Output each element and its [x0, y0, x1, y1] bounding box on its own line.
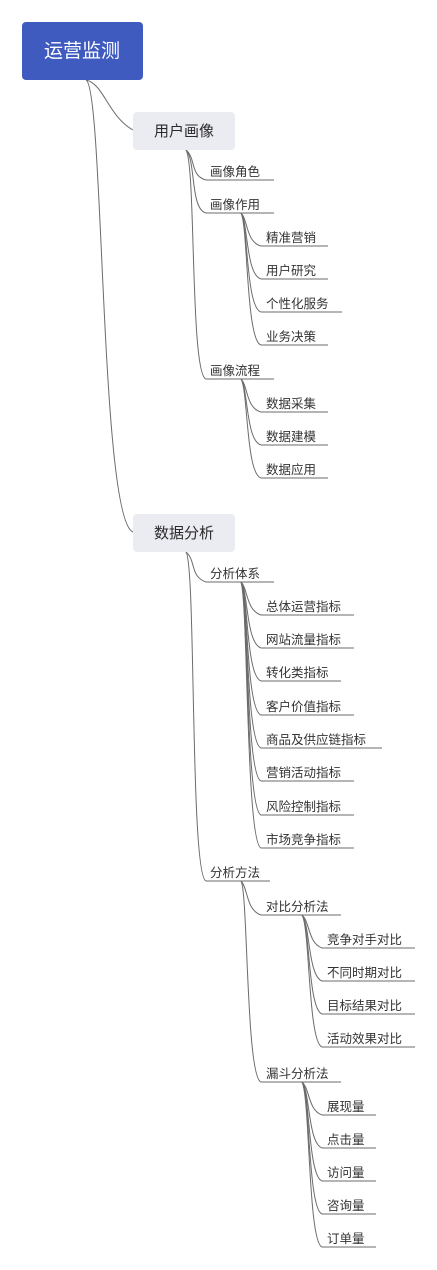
- leaf-risk-control-metrics-label: 风险控制指标: [266, 799, 341, 814]
- leaf-personalized-service[interactable]: 个性化服务: [261, 296, 342, 313]
- leaf-target-result-comparison[interactable]: 目标结果对比: [322, 998, 415, 1015]
- leaf-visits[interactable]: 访问量: [322, 1165, 376, 1182]
- leaf-data-modeling[interactable]: 数据建模: [261, 429, 328, 446]
- leaf-risk-control-metrics[interactable]: 风险控制指标: [261, 799, 354, 816]
- node-funnel-analysis[interactable]: 漏斗分析法: [261, 1066, 341, 1083]
- topic-data-analysis-label: 数据分析: [154, 524, 214, 542]
- leaf-data-collection[interactable]: 数据采集: [261, 396, 328, 413]
- topic-user-portrait[interactable]: 用户画像: [133, 112, 235, 150]
- node-analysis-methods[interactable]: 分析方法: [206, 865, 270, 882]
- leaf-inquiries[interactable]: 咨询量: [322, 1198, 376, 1215]
- leaf-market-competition-metrics-label: 市场竞争指标: [266, 832, 341, 847]
- root-node[interactable]: 运营监测: [22, 22, 143, 80]
- leaf-precision-marketing-label: 精准营销: [266, 230, 316, 245]
- leaf-marketing-activity-metrics[interactable]: 营销活动指标: [261, 765, 354, 782]
- node-analysis-system[interactable]: 分析体系: [206, 566, 274, 583]
- leaf-site-traffic-metrics[interactable]: 网站流量指标: [261, 632, 354, 649]
- node-portrait-uses-label: 画像作用: [210, 197, 260, 212]
- leaf-data-collection-label: 数据采集: [266, 396, 317, 411]
- leaf-conversion-metrics-label: 转化类指标: [266, 665, 329, 680]
- leaf-period-comparison[interactable]: 不同时期对比: [322, 965, 415, 982]
- leaf-goods-supply-chain-metrics-label: 商品及供应链指标: [266, 732, 366, 747]
- node-portrait-flow[interactable]: 画像流程: [206, 363, 274, 380]
- topic-data-analysis[interactable]: 数据分析: [133, 514, 235, 552]
- leaf-activity-effect-comparison-label: 活动效果对比: [327, 1031, 402, 1046]
- leaf-user-research-label: 用户研究: [266, 263, 317, 278]
- leaf-site-traffic-metrics-label: 网站流量指标: [266, 632, 341, 647]
- node-portrait-roles[interactable]: 画像角色: [206, 164, 274, 181]
- leaf-user-research[interactable]: 用户研究: [261, 263, 328, 280]
- leaf-overall-operation-metrics[interactable]: 总体运营指标: [261, 599, 354, 616]
- leaf-overall-operation-metrics-label: 总体运营指标: [266, 599, 341, 614]
- leaf-personalized-service-label: 个性化服务: [266, 296, 329, 311]
- leaf-clicks-label: 点击量: [327, 1132, 365, 1147]
- leaf-clicks[interactable]: 点击量: [322, 1132, 376, 1149]
- leaf-marketing-activity-metrics-label: 营销活动指标: [266, 765, 341, 780]
- leaf-business-decision-label: 业务决策: [266, 329, 317, 344]
- leaf-competitor-comparison-label: 竞争对手对比: [327, 932, 402, 947]
- leaf-business-decision[interactable]: 业务决策: [261, 329, 328, 346]
- leaf-data-application-label: 数据应用: [266, 462, 316, 477]
- leaf-goods-supply-chain-metrics[interactable]: 商品及供应链指标: [261, 732, 382, 749]
- leaf-market-competition-metrics[interactable]: 市场竞争指标: [261, 832, 354, 849]
- leaf-data-application[interactable]: 数据应用: [261, 462, 328, 479]
- leaf-competitor-comparison[interactable]: 竞争对手对比: [322, 932, 415, 949]
- leaf-conversion-metrics[interactable]: 转化类指标: [261, 665, 341, 682]
- node-comparison-analysis[interactable]: 对比分析法: [261, 899, 341, 916]
- node-portrait-flow-label: 画像流程: [210, 363, 261, 378]
- leaf-data-modeling-label: 数据建模: [266, 429, 317, 444]
- node-portrait-roles-label: 画像角色: [210, 164, 261, 179]
- leaf-target-result-comparison-label: 目标结果对比: [327, 998, 402, 1013]
- leaf-customer-value-metrics-label: 客户价值指标: [266, 699, 341, 714]
- leaf-orders[interactable]: 订单量: [322, 1231, 376, 1248]
- root-label: 运营监测: [44, 40, 120, 62]
- topic-user-portrait-label: 用户画像: [154, 122, 214, 140]
- leaf-precision-marketing[interactable]: 精准营销: [261, 230, 328, 247]
- leaf-inquiries-label: 咨询量: [327, 1198, 365, 1213]
- leaf-period-comparison-label: 不同时期对比: [327, 965, 402, 980]
- leaf-activity-effect-comparison[interactable]: 活动效果对比: [322, 1031, 415, 1048]
- leaf-impressions-label: 展现量: [327, 1099, 365, 1114]
- node-funnel-analysis-label: 漏斗分析法: [266, 1066, 329, 1081]
- node-portrait-uses[interactable]: 画像作用: [206, 197, 274, 214]
- leaf-visits-label: 访问量: [327, 1165, 365, 1180]
- leaf-orders-label: 订单量: [327, 1231, 365, 1246]
- node-analysis-methods-label: 分析方法: [210, 865, 260, 880]
- leaf-customer-value-metrics[interactable]: 客户价值指标: [261, 699, 354, 716]
- leaf-impressions[interactable]: 展现量: [322, 1099, 376, 1116]
- node-comparison-analysis-label: 对比分析法: [266, 899, 329, 914]
- node-analysis-system-label: 分析体系: [210, 566, 260, 581]
- connector-lines: [85, 79, 323, 1248]
